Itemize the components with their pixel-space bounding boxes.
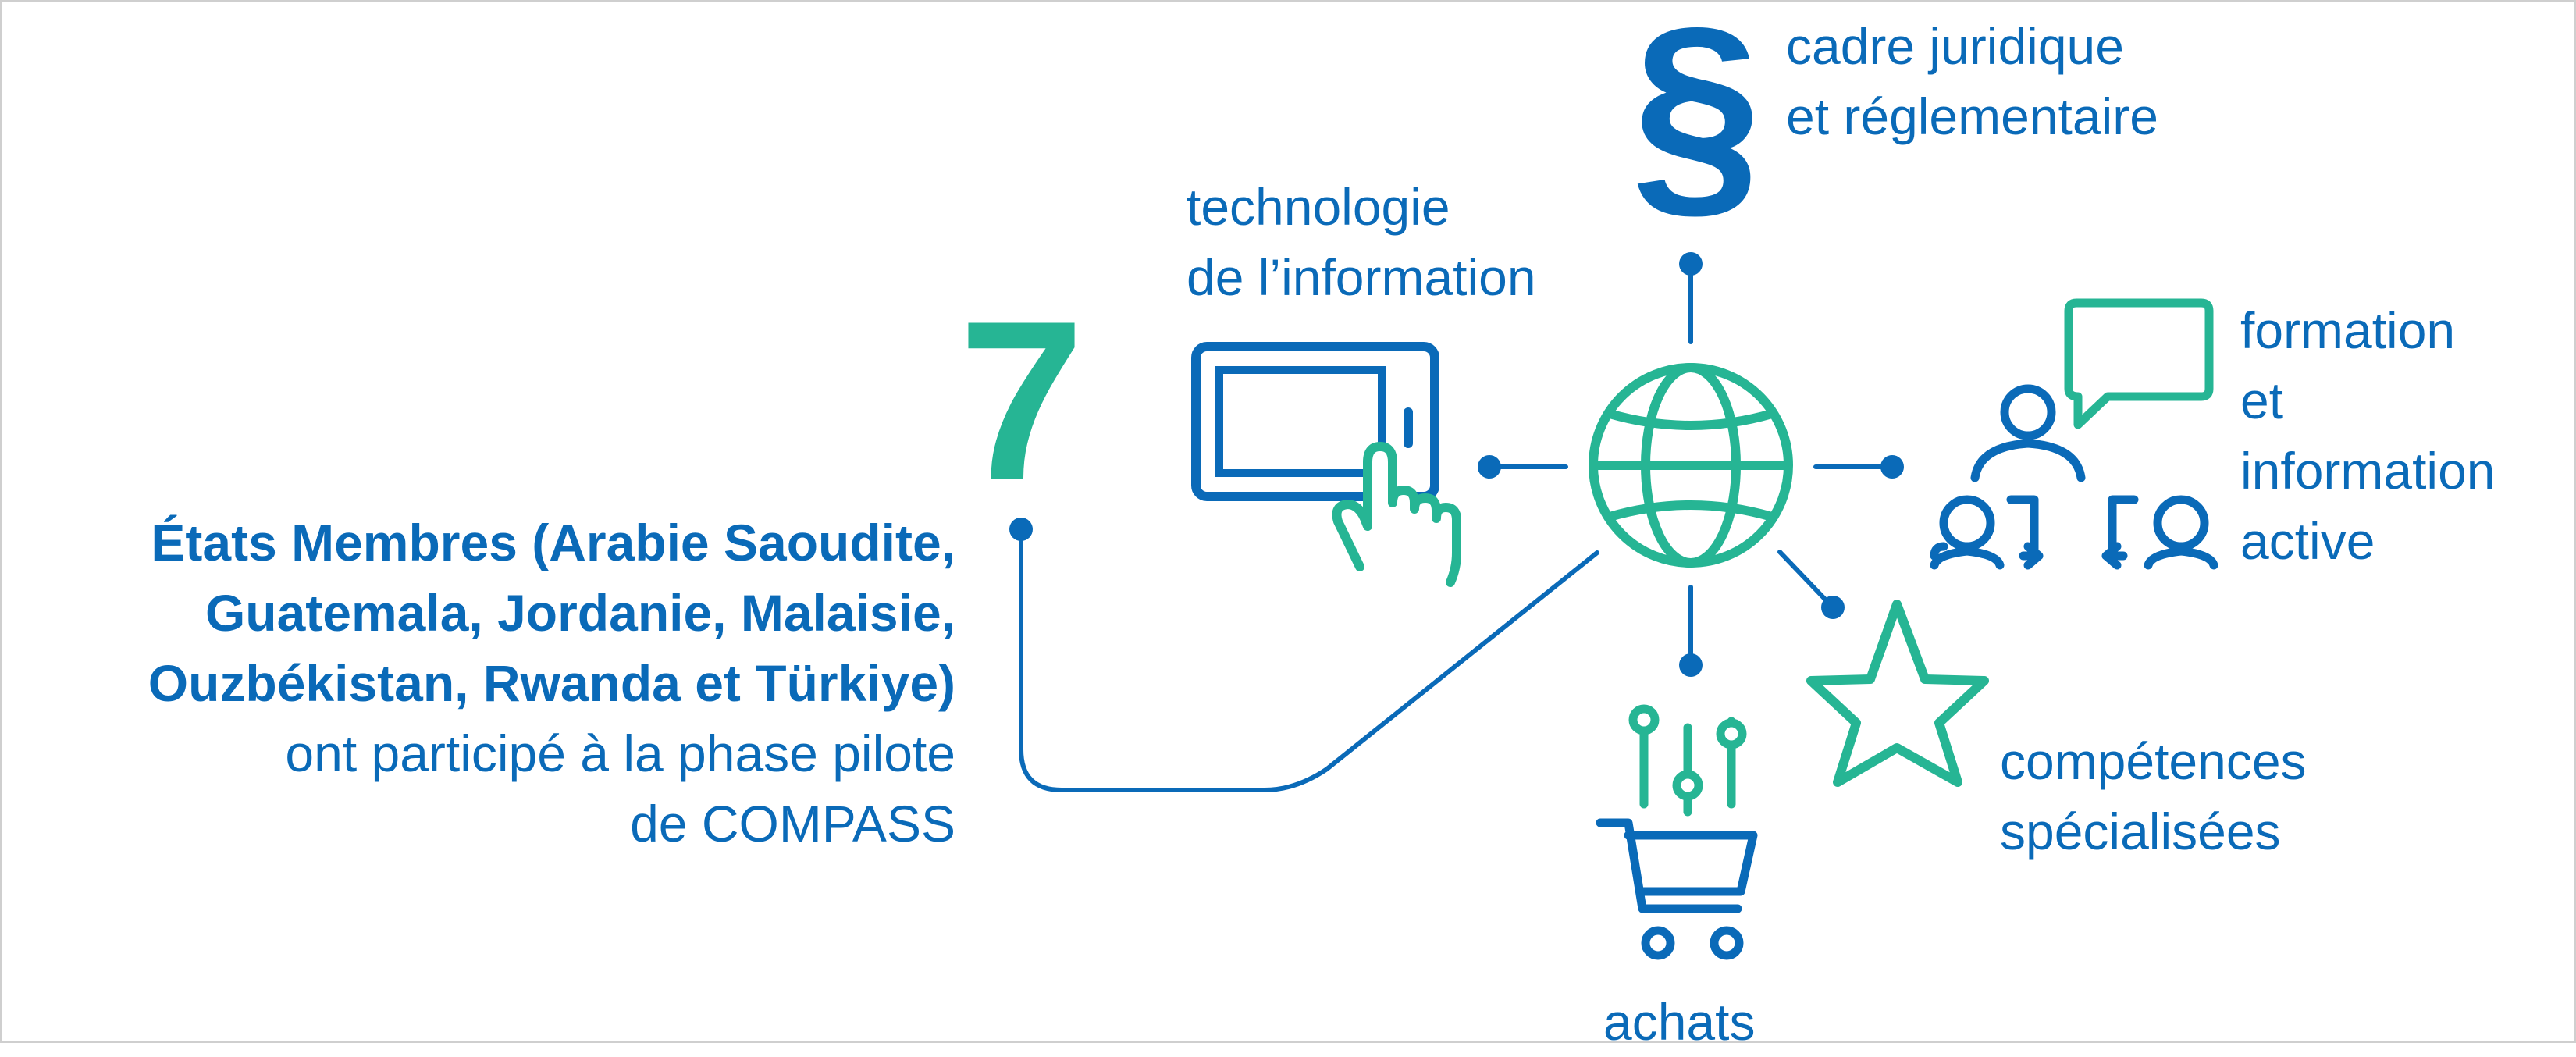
label-line: de l’information	[1187, 248, 1536, 306]
label-procurement: achats	[1603, 987, 1755, 1057]
label-line: information	[2240, 442, 2496, 500]
connector-dot-it	[1478, 455, 1501, 479]
label-training: formation et information active	[2240, 295, 2496, 576]
label-line: active	[2240, 512, 2375, 570]
text-line: ont participé à la phase pilote	[285, 724, 955, 782]
text-line: États Membres (Arabie Saoudite,	[151, 514, 955, 571]
label-line: formation	[2240, 301, 2456, 359]
cart-sliders-icon	[1596, 704, 1758, 960]
label-line: et	[2240, 372, 2284, 429]
tablet-touch-icon	[1191, 342, 1461, 587]
connector-dot-down	[1679, 653, 1703, 677]
connector-dot-up	[1679, 252, 1703, 276]
globe-icon	[1589, 363, 1793, 568]
connector-left	[1019, 527, 1599, 792]
text-line: Ouzbékistan, Rwanda et Türkiye)	[148, 654, 955, 712]
people-speech-icon	[1930, 298, 2218, 570]
label-it: technologie de l’information	[1187, 172, 1536, 312]
connector-dot-left	[1009, 518, 1033, 541]
label-line: spécialisées	[2000, 803, 2281, 860]
star-icon	[1806, 600, 1989, 787]
connector-dot-skills	[1821, 596, 1845, 619]
label-skills: compétences spécialisées	[2000, 726, 2307, 867]
label-legal: cadre juridique et réglementaire	[1786, 11, 2158, 151]
big-number: 7	[959, 274, 1085, 527]
label-line: achats	[1603, 993, 1756, 1051]
label-line: et réglementaire	[1786, 87, 2158, 145]
connector-dot-training	[1880, 455, 1904, 479]
label-line: cadre juridique	[1786, 17, 2124, 75]
label-line: compétences	[2000, 732, 2307, 790]
section-sign-icon: §	[1631, 0, 1762, 240]
text-line: Guatemala, Jordanie, Malaisie,	[205, 584, 955, 642]
text-line: de COMPASS	[630, 795, 955, 852]
member-states-text: États Membres (Arabie Saoudite, Guatemal…	[148, 507, 955, 859]
connector-skills	[1777, 550, 1835, 610]
label-line: technologie	[1187, 178, 1450, 236]
